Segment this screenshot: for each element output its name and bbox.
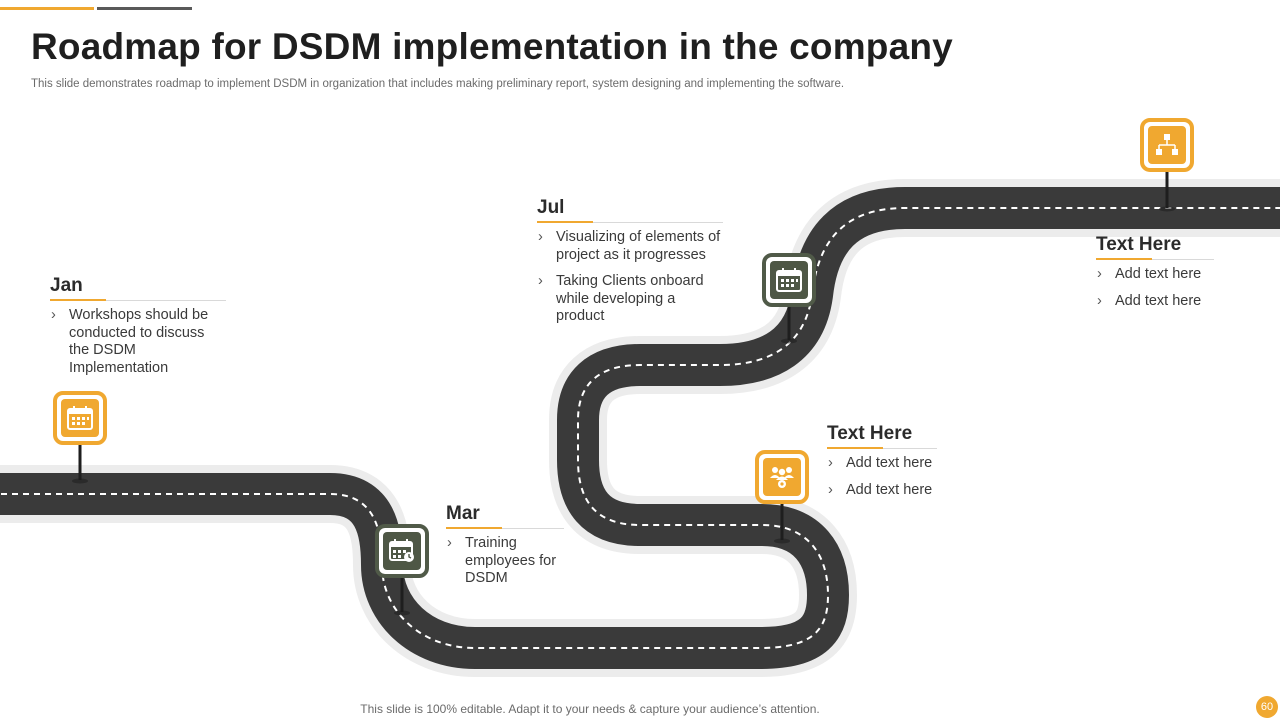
org-chart-icon <box>1156 134 1178 155</box>
milestone-label: Text Here <box>827 423 913 444</box>
page-number-badge: 60 <box>1256 696 1278 718</box>
milestone-item: Training employees for DSDM <box>446 535 564 588</box>
top-accent-bar-gray <box>97 7 192 10</box>
page-title: Roadmap for DSDM implementation in the c… <box>31 26 953 67</box>
milestone-item: Taking Clients onboard while developing … <box>537 273 723 326</box>
calendar-clock-icon <box>389 539 414 562</box>
page-subtitle: This slide demonstrates roadmap to imple… <box>31 78 845 90</box>
milestone-jan: Jan Workshops should be conducted to dis… <box>50 275 226 386</box>
milestone-label: Jan <box>50 275 83 296</box>
marker-end <box>1140 118 1194 172</box>
team-gear-icon <box>770 467 794 488</box>
milestone-mid: Text Here Add text here Add text here <box>827 423 937 508</box>
milestone-label: Jul <box>537 197 565 218</box>
milestone-divider <box>1096 258 1214 260</box>
milestone-item: Add text here <box>827 455 937 473</box>
milestone-item: Workshops should be conducted to discuss… <box>50 307 226 377</box>
marker-jul <box>762 253 816 307</box>
milestone-jul: Jul Visualizing of elements of project a… <box>537 197 723 335</box>
milestone-label: Mar <box>446 503 480 524</box>
top-accent-bar-orange <box>0 7 94 10</box>
calendar-icon <box>776 268 802 292</box>
milestone-item: Add text here <box>1096 293 1214 311</box>
footer-note: This slide is 100% editable. Adapt it to… <box>360 702 820 716</box>
milestone-item: Add text here <box>827 482 937 500</box>
marker-mar <box>375 524 429 578</box>
marker-jan <box>53 391 107 445</box>
milestone-divider <box>50 299 226 301</box>
milestone-mar: Mar Training employees for DSDM <box>446 503 564 597</box>
milestone-label: Text Here <box>1096 234 1182 255</box>
marker-posts <box>78 170 1169 612</box>
milestone-divider <box>446 527 564 529</box>
calendar-icon <box>67 406 93 430</box>
milestone-divider <box>537 221 723 223</box>
milestone-item: Visualizing of elements of project as it… <box>537 229 723 264</box>
milestone-end: Text Here Add text here Add text here <box>1096 234 1214 319</box>
milestone-divider <box>827 447 937 449</box>
marker-mid <box>755 450 809 504</box>
milestone-item: Add text here <box>1096 266 1214 284</box>
